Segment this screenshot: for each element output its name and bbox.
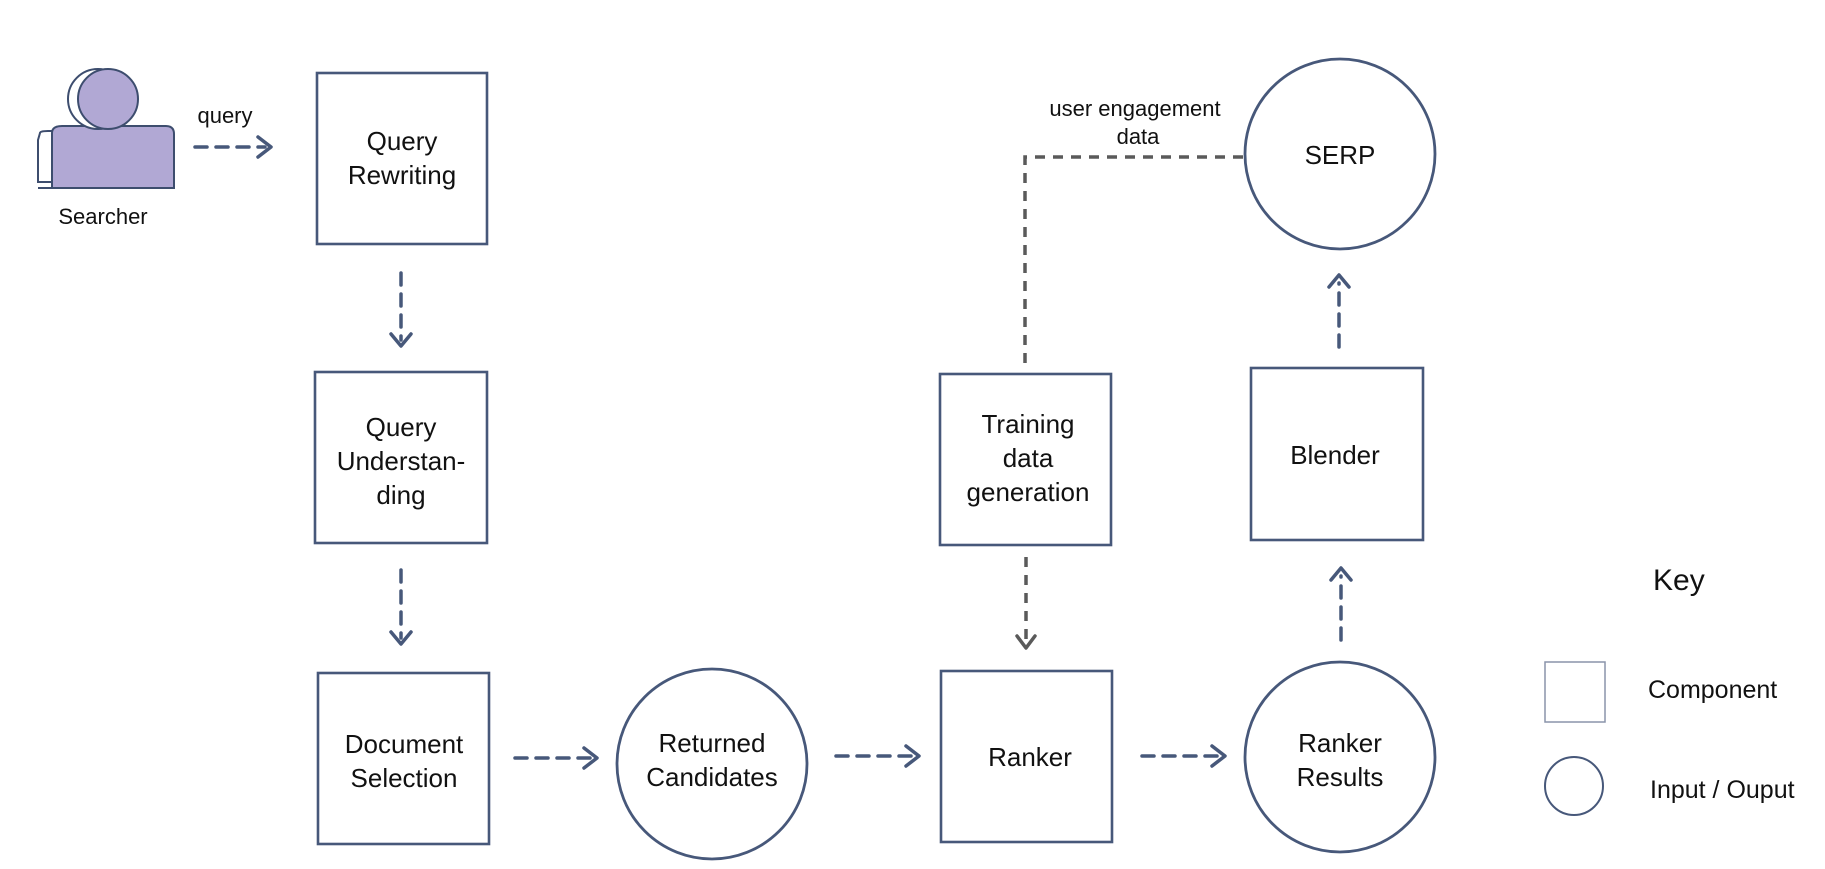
- training-line3: generation: [967, 477, 1090, 507]
- legend-component-label: Component: [1648, 676, 1777, 704]
- legend-title: Key: [1653, 564, 1705, 597]
- arrow-results-to-blender: [1329, 566, 1353, 642]
- ranker-label: Ranker: [988, 742, 1072, 772]
- engagement-label-line2: data: [1117, 124, 1161, 149]
- query-rewriting-line2: Rewriting: [348, 160, 456, 190]
- engagement-label-line1: user engagement: [1049, 96, 1220, 121]
- ranker-component: Ranker: [939, 669, 1114, 844]
- arrow-ranker-to-results: [1140, 744, 1227, 768]
- legend-io-swatch: [1544, 756, 1604, 816]
- query-edge-label: query: [197, 103, 252, 128]
- arrow-selection-to-candidates: [513, 746, 599, 770]
- query-understanding-line1: Query: [366, 412, 437, 442]
- arrow-understanding-to-selection: [389, 568, 413, 646]
- query-rewriting-component: Query Rewriting: [315, 71, 489, 246]
- returned-candidates-io: Returned Candidates: [615, 667, 809, 861]
- arrow-candidates-to-ranker: [834, 744, 921, 768]
- document-selection-line2: Selection: [351, 763, 458, 793]
- blender-label: Blender: [1290, 440, 1380, 470]
- ranker-results-line2: Results: [1297, 762, 1384, 792]
- document-selection-component: Document Selection: [316, 671, 491, 846]
- blender-component: Blender: [1249, 366, 1425, 542]
- query-rewriting-line1: Query: [367, 126, 438, 156]
- serp-label: SERP: [1305, 140, 1376, 170]
- ranker-results-line1: Ranker: [1298, 728, 1382, 758]
- arrow-rewriting-to-understanding: [389, 271, 413, 348]
- query-understanding-line2: Understan-: [337, 446, 466, 476]
- feedback-line-serp-to-training: [1023, 155, 1243, 370]
- legend-io-label: Input / Ouput: [1650, 776, 1795, 804]
- returned-candidates-line2: Candidates: [646, 762, 778, 792]
- searcher-person-icon: [37, 68, 175, 189]
- legend-component-swatch: [1544, 661, 1606, 723]
- training-data-generation-component: Training data generation: [938, 372, 1113, 547]
- ranker-results-io: Ranker Results: [1243, 660, 1437, 854]
- arrow-blender-to-serp: [1327, 273, 1351, 349]
- arrow-training-to-ranker: [1015, 557, 1037, 650]
- document-selection-line1: Document: [345, 729, 464, 759]
- training-line1: Training: [982, 409, 1075, 439]
- serp-io: SERP: [1243, 57, 1437, 251]
- legend: Key Component Input / Ouput: [1544, 564, 1795, 816]
- training-line2: data: [1003, 443, 1054, 473]
- returned-candidates-line1: Returned: [659, 728, 766, 758]
- searcher-label: Searcher: [58, 204, 147, 229]
- query-understanding-line3: ding: [376, 480, 425, 510]
- arrow-searcher-to-rewriting: [193, 135, 273, 159]
- query-understanding-component: Query Understan- ding: [313, 370, 489, 545]
